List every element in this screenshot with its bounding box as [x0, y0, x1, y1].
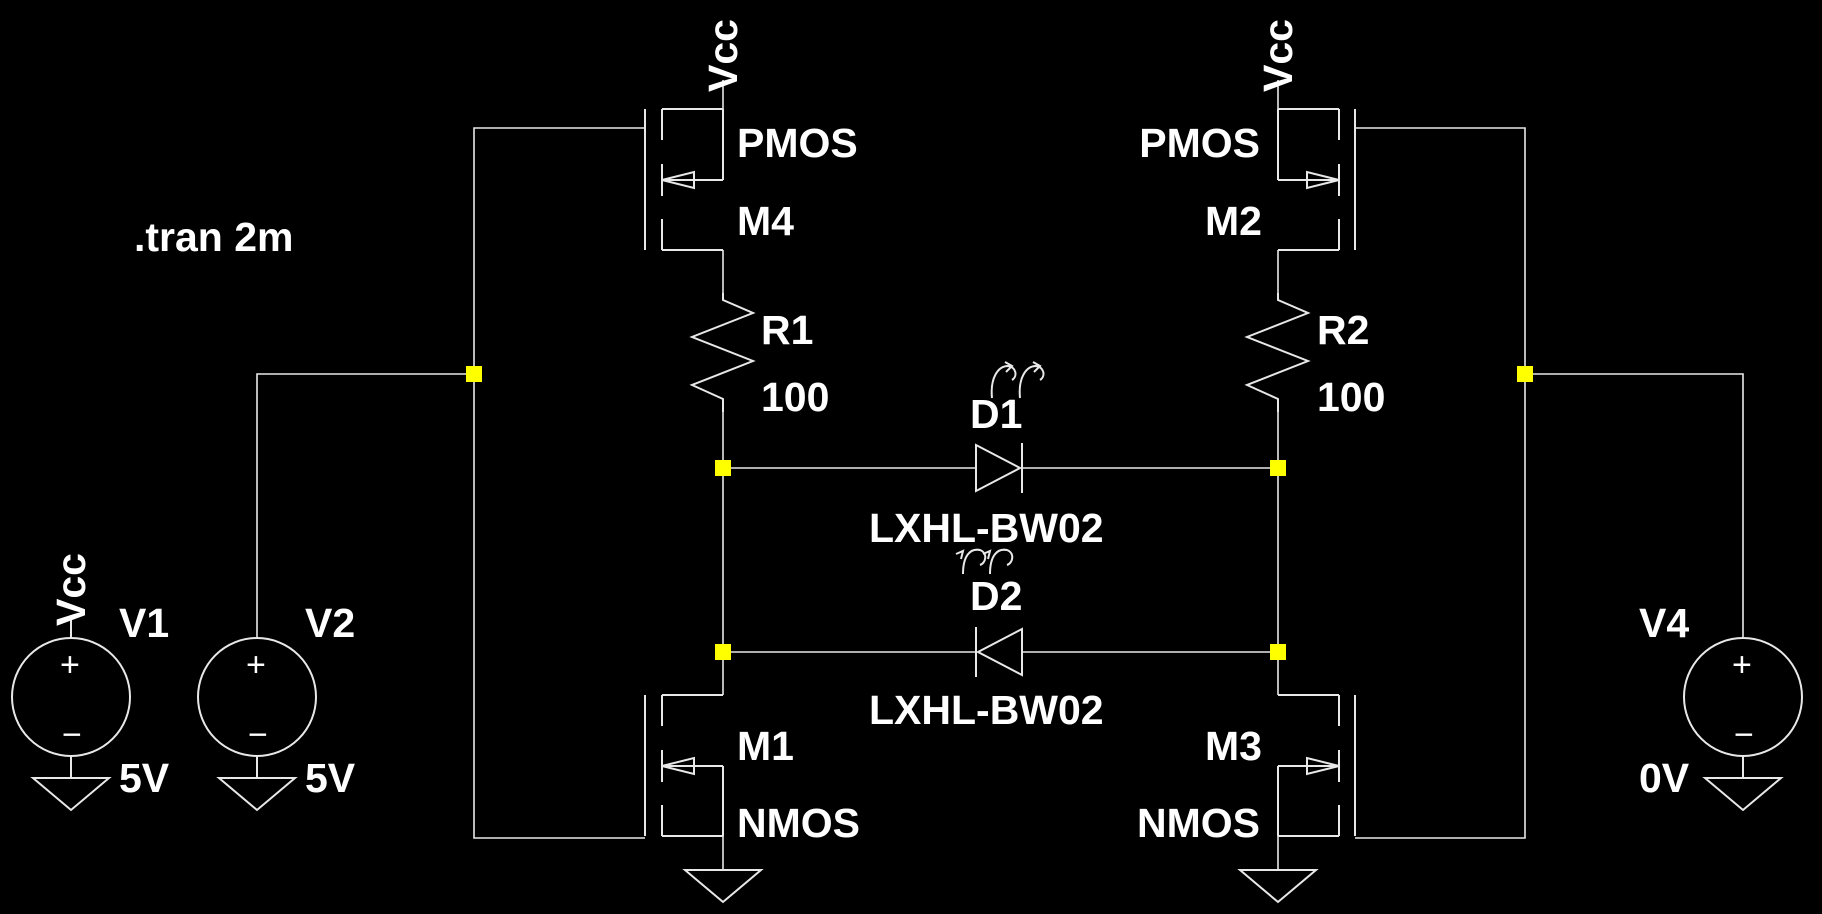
wire-right-gate-bus[interactable]: [1355, 127, 1526, 839]
wire-left-gate-bus[interactable]: [473, 127, 645, 839]
diode-d2-symbol[interactable]: [975, 627, 1023, 677]
wires: [256, 80, 1744, 870]
diode-d2-name[interactable]: D2: [970, 573, 1022, 619]
minus-sign-v1: −: [62, 716, 82, 754]
diode-d1-symbol[interactable]: [975, 443, 1023, 493]
transistor-m3-name[interactable]: M3: [1205, 723, 1262, 769]
ground-icon-m3: [1237, 869, 1319, 904]
source-v1-value[interactable]: 5V: [119, 755, 170, 801]
plus-sign-v4: +: [1732, 646, 1752, 684]
ground-icon-m1: [682, 869, 764, 904]
source-v2-value[interactable]: 5V: [305, 755, 356, 801]
resistor-r1-name[interactable]: R1: [761, 307, 813, 353]
source-v4-value[interactable]: 0V: [1639, 755, 1690, 801]
junction-right-gate[interactable]: [1517, 366, 1533, 382]
source-v2-name[interactable]: V2: [305, 600, 355, 646]
ground-icon-v4: [1702, 777, 1784, 812]
transistor-m2-model[interactable]: PMOS: [1139, 120, 1260, 166]
transistor-m4-name[interactable]: M4: [737, 198, 794, 244]
voltage-source-v4-symbol[interactable]: [1683, 637, 1803, 778]
minus-sign-v4: −: [1734, 716, 1754, 754]
diode-d2-model[interactable]: LXHL-BW02: [869, 687, 1104, 733]
resistor-r2-symbol[interactable]: [1244, 293, 1311, 412]
transistor-m2-symbol[interactable]: [1277, 108, 1356, 251]
plus-sign-v2: +: [246, 646, 266, 684]
led-emission-icon-d2: [955, 548, 1014, 575]
transistor-m1-model[interactable]: NMOS: [737, 800, 860, 846]
junction-right-upper-node[interactable]: [1270, 460, 1286, 476]
transistor-m1-symbol[interactable]: [644, 694, 724, 837]
transistor-m2-name[interactable]: M2: [1205, 198, 1262, 244]
junction-right-lower-node[interactable]: [1270, 644, 1286, 660]
wire-v2-to-gate-bus[interactable]: [256, 373, 474, 638]
ground-icon-v2: [216, 777, 298, 812]
net-label-vcc-v1[interactable]: Vcc: [48, 553, 94, 626]
resistor-r1-value[interactable]: 100: [761, 374, 829, 420]
wire-v4-to-gate-bus[interactable]: [1525, 373, 1744, 638]
net-label-vcc-m2[interactable]: Vcc: [1255, 19, 1301, 92]
transistor-m3-symbol[interactable]: [1277, 694, 1356, 837]
plus-sign-v1: +: [60, 646, 80, 684]
net-label-vcc-m4[interactable]: Vcc: [700, 19, 746, 92]
spice-directive-tran[interactable]: .tran 2m: [134, 214, 294, 260]
minus-sign-v2: −: [248, 716, 268, 754]
transistor-m4-model[interactable]: PMOS: [737, 120, 858, 166]
resistor-r2-name[interactable]: R2: [1317, 307, 1369, 353]
led-emission-icon-d1: [990, 361, 1045, 399]
resistor-r1-symbol[interactable]: [689, 293, 756, 412]
voltage-source-v2-symbol[interactable]: [197, 637, 317, 778]
junctions: [466, 366, 1533, 660]
voltage-source-v1-symbol[interactable]: [11, 617, 131, 778]
transistor-m4-symbol[interactable]: [644, 108, 724, 251]
junction-left-upper-node[interactable]: [715, 460, 731, 476]
resistor-r2-value[interactable]: 100: [1317, 374, 1385, 420]
junction-left-gate[interactable]: [466, 366, 482, 382]
ground-icon-v1: [30, 777, 112, 812]
source-v1-name[interactable]: V1: [119, 600, 169, 646]
diode-d1-name[interactable]: D1: [970, 391, 1022, 437]
source-v4-name[interactable]: V4: [1639, 600, 1689, 646]
junction-left-lower-node[interactable]: [715, 644, 731, 660]
transistor-m1-name[interactable]: M1: [737, 723, 794, 769]
transistor-m3-model[interactable]: NMOS: [1137, 800, 1260, 846]
diode-d1-model[interactable]: LXHL-BW02: [869, 505, 1104, 551]
